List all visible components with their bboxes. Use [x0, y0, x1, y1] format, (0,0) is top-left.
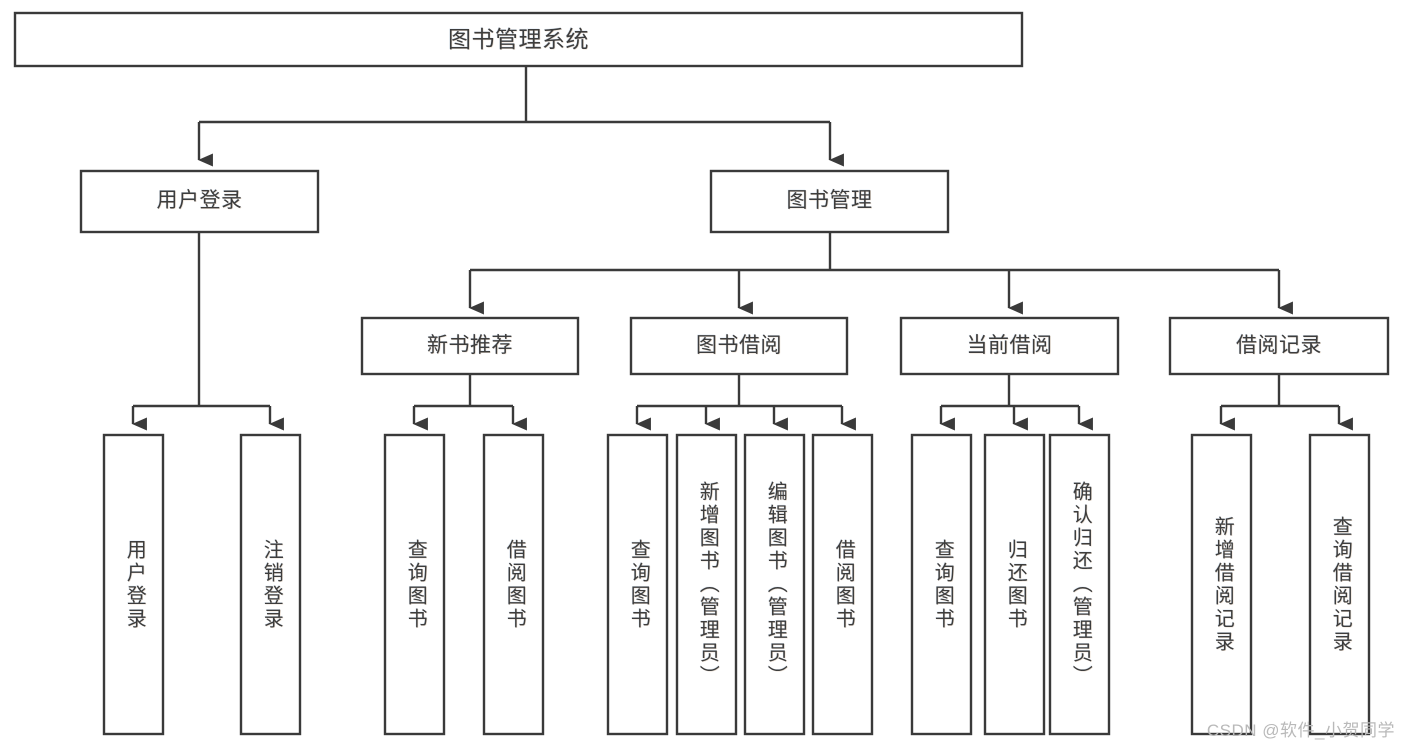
node-current-borrow[interactable] — [899, 316, 1120, 376]
connector-recommend-to-leaves — [412, 374, 527, 431]
leaf-logout[interactable] — [239, 433, 302, 736]
leaf-edit-book-admin[interactable] — [743, 433, 806, 736]
connector-root-to-level2 — [197, 66, 844, 167]
connector-borrow-to-leaves — [635, 374, 856, 431]
node-new-book-recommend[interactable] — [360, 316, 580, 376]
leaf-user-login[interactable] — [102, 433, 165, 736]
connector-userlogin-to-leaves — [131, 232, 284, 431]
leaf-query-book-1[interactable] — [383, 433, 446, 736]
leaf-add-book-admin[interactable] — [675, 433, 738, 736]
connector-bookmgmt-to-level3 — [468, 232, 1293, 315]
connector-record-to-leaves — [1219, 374, 1353, 431]
node-user-login[interactable] — [79, 169, 320, 234]
leaf-query-book-2[interactable] — [606, 433, 669, 736]
node-book-borrow[interactable] — [629, 316, 849, 376]
leaf-query-borrow-record[interactable] — [1308, 433, 1371, 736]
leaf-borrow-book-1[interactable] — [482, 433, 545, 736]
leaf-borrow-book-2[interactable] — [811, 433, 874, 736]
node-book-management[interactable] — [709, 169, 950, 234]
leaf-add-borrow-record[interactable] — [1190, 433, 1253, 736]
leaf-confirm-return-admin[interactable] — [1048, 433, 1111, 736]
leaf-return-book[interactable] — [983, 433, 1046, 736]
connector-current-to-leaves — [939, 374, 1093, 431]
node-root[interactable] — [13, 11, 1024, 68]
leaf-query-book-3[interactable] — [910, 433, 973, 736]
node-borrow-record[interactable] — [1168, 316, 1390, 376]
